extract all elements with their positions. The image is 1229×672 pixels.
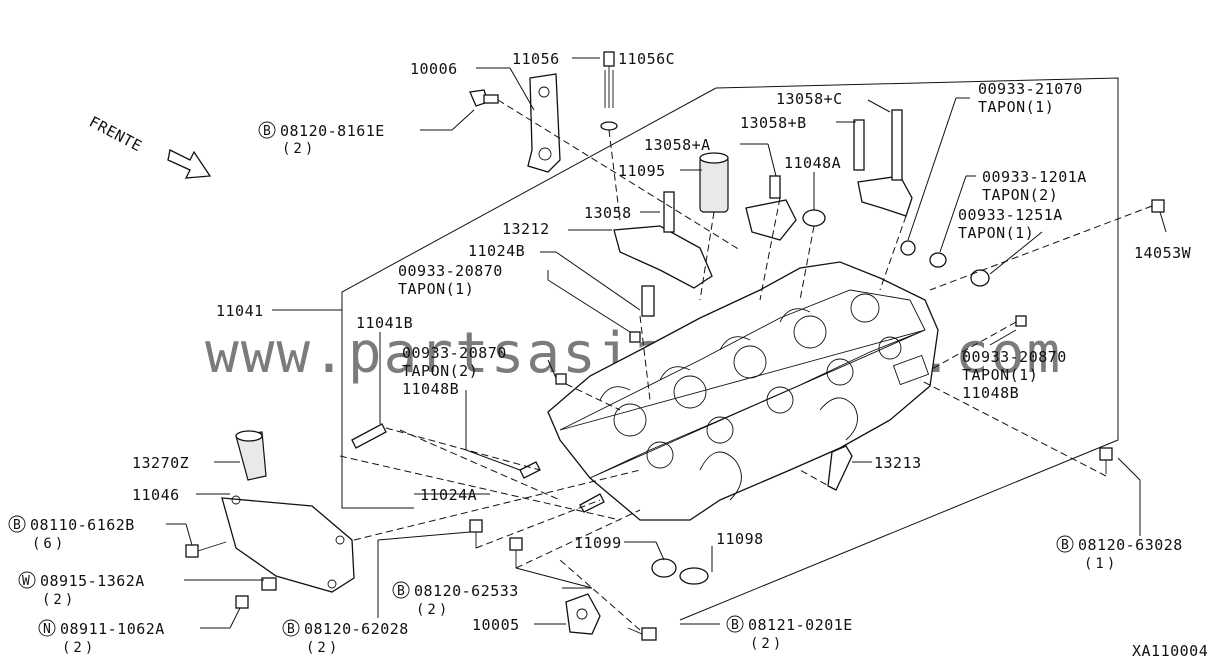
- label-00933-20870-c: 00933-20870: [962, 348, 1067, 366]
- label-00933-20870-a: 00933-20870: [398, 262, 503, 280]
- label-group-08110-6162b: B 08110-6162B (6): [8, 515, 135, 552]
- stud-11041b-drawing: [351, 423, 605, 513]
- tapon-00933-20870-a: TAPON(1): [398, 280, 474, 298]
- label-11048b-right: 11048B: [962, 384, 1019, 402]
- label-08911-1062a: 08911-1062A: [60, 620, 165, 638]
- label-13058b: 13058+B: [740, 114, 807, 132]
- label-13212: 13212: [502, 220, 550, 238]
- tapon-00933-20870-c: TAPON(1): [962, 366, 1038, 384]
- label-11048a: 11048A: [784, 154, 841, 172]
- cover-11046-drawing: [221, 430, 355, 593]
- label-13058: 13058: [584, 204, 632, 222]
- label-08120-8161e: 08120-8161E: [280, 122, 385, 140]
- cylinder-head-drawing: [547, 261, 939, 521]
- label-08915-1362a: 08915-1362A: [40, 572, 145, 590]
- b-symbol: B: [397, 584, 405, 599]
- b-symbol: B: [13, 518, 21, 533]
- label-13213: 13213: [874, 454, 922, 472]
- label-10005: 10005: [472, 616, 520, 634]
- qty-08911-1062a: (2): [62, 640, 96, 656]
- label-group-08911-1062a: N 08911-1062A (2): [38, 619, 165, 656]
- leader-lines: [166, 57, 1167, 629]
- lower-bolts-drawing: [185, 447, 1113, 641]
- tapon-00933-1251a: TAPON(1): [958, 224, 1034, 242]
- label-group-08120-8161e: B 08120-8161E (2): [258, 121, 385, 157]
- direction-label: FRENTE: [86, 113, 145, 156]
- qty-08120-63028: (1): [1084, 556, 1118, 572]
- label-14053w: 14053W: [1134, 244, 1192, 262]
- label-group-08915-1362a: W 08915-1362A (2): [18, 571, 145, 608]
- tapon-00933-21070: TAPON(1): [978, 98, 1054, 116]
- bolt-08120-8161e-drawing: [469, 89, 499, 107]
- label-group-08120-62028: B 08120-62028 (2): [282, 619, 409, 656]
- qty-08110-6162b: (6): [32, 536, 66, 552]
- n-symbol: N: [43, 622, 51, 637]
- label-group-08120-63028: B 08120-63028 (1): [1056, 535, 1183, 572]
- label-11099: 11099: [574, 534, 622, 552]
- label-00933-21070: 00933-21070: [978, 80, 1083, 98]
- label-11056: 11056: [512, 50, 560, 68]
- drawing-code: XA110004: [1132, 642, 1208, 660]
- label-11046: 11046: [132, 486, 180, 504]
- b-symbol: B: [1061, 538, 1069, 553]
- assembly-dashed-lines: [339, 99, 1153, 631]
- label-08120-62028: 08120-62028: [304, 620, 409, 638]
- b-symbol: B: [263, 124, 271, 139]
- qty-08120-62533: (2): [416, 602, 450, 618]
- label-11041b: 11041B: [356, 314, 413, 332]
- qty-08121-0201e: (2): [750, 636, 784, 652]
- label-00933-1251a: 00933-1251A: [958, 206, 1063, 224]
- label-11024a: 11024A: [420, 486, 477, 504]
- stud-11056-drawing: [600, 51, 618, 131]
- label-11024b: 11024B: [468, 242, 525, 260]
- label-group-08121-0201e: B 08121-0201E (2): [726, 615, 853, 652]
- label-11095: 11095: [618, 162, 666, 180]
- b-symbol: B: [731, 618, 739, 633]
- part-labels: 10006 11056 11056C B 08120-8161E (2) 130…: [8, 50, 1208, 660]
- label-08110-6162b: 08110-6162B: [30, 516, 135, 534]
- tapon-00933-1201a: TAPON(2): [982, 186, 1058, 204]
- label-13270z: 13270Z: [132, 454, 189, 472]
- qty-08120-62028: (2): [306, 640, 340, 656]
- label-13058a: 13058+A: [644, 136, 711, 154]
- label-11056c: 11056C: [618, 50, 675, 68]
- label-11048b-left: 11048B: [402, 380, 459, 398]
- label-group-08120-62533: B 08120-62533 (2): [392, 581, 519, 618]
- label-00933-20870-b: 00933-20870: [402, 344, 507, 362]
- label-08120-62533: 08120-62533: [414, 582, 519, 600]
- bracket-10006-drawing: [527, 73, 561, 173]
- label-10006: 10006: [410, 60, 458, 78]
- qty-08915-1362a: (2): [42, 592, 76, 608]
- label-11098: 11098: [716, 530, 764, 548]
- qty-08120-8161e: (2): [282, 141, 316, 157]
- front-direction-arrow: FRENTE: [86, 113, 212, 179]
- gasket-drawings: [565, 445, 853, 635]
- label-13058c: 13058+C: [776, 90, 843, 108]
- b-symbol: B: [287, 622, 295, 637]
- label-08120-63028: 08120-63028: [1078, 536, 1183, 554]
- w-symbol: W: [22, 574, 30, 589]
- label-08121-0201e: 08121-0201E: [748, 616, 853, 634]
- label-11041: 11041: [216, 302, 264, 320]
- label-00933-1201a: 00933-1201A: [982, 168, 1087, 186]
- tapon-00933-20870-b: TAPON(2): [402, 362, 478, 380]
- assembly-frame: [272, 77, 1119, 621]
